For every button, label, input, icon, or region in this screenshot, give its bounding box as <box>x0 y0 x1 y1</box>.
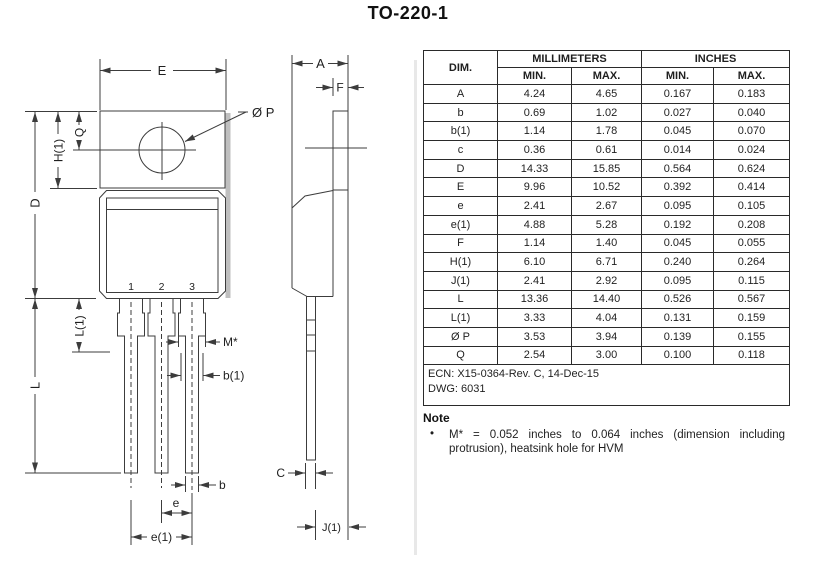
dim-F: F <box>316 78 364 96</box>
lead-2 <box>147 298 176 488</box>
dim-label-b: b <box>219 478 226 492</box>
page-title: TO-220-1 <box>367 3 449 23</box>
dim-E: E <box>99 59 227 110</box>
cell-dim: L <box>423 289 498 310</box>
cell-dim: L(1) <box>423 308 498 328</box>
col-header-in-max: MAX. <box>713 67 790 85</box>
dim-label-e1: e(1) <box>151 530 172 544</box>
dim-b1: b(1) <box>167 353 244 383</box>
col-header-mm-min: MIN. <box>497 67 572 85</box>
pin-number-3: 3 <box>189 281 195 293</box>
dim-J1: J(1) <box>297 510 366 540</box>
dim-label-M: M* <box>223 335 238 349</box>
pin-number-1: 1 <box>128 281 134 293</box>
dimension-table: DIM. MILLIMETERS INCHES MIN. MAX. MIN. M… <box>423 50 790 407</box>
cell-dim: c <box>423 140 498 160</box>
table-header-row-minmax: MIN. MAX. MIN. MAX. <box>424 67 790 85</box>
table-footer-row: ECN: X15-0364-Rev. C, 14-Dec-15 DWG: 603… <box>423 364 790 407</box>
lead-1 <box>117 298 145 488</box>
front-view: E Ø P 1 2 3 <box>25 59 274 545</box>
dim-P: Ø P <box>184 105 274 142</box>
dwg-line: DWG: 6031 <box>428 383 486 396</box>
dim-L1: L(1) <box>72 299 87 352</box>
cell-dim: J(1) <box>423 270 498 291</box>
col-header-dim: DIM. <box>423 50 498 85</box>
dim-label-E: E <box>158 63 167 78</box>
dim-L: L <box>28 299 43 473</box>
cell-dim: Q <box>423 345 498 366</box>
lead-3 <box>178 298 206 490</box>
dim-label-Q: Q <box>73 128 87 137</box>
dim-label-J1: J(1) <box>322 522 341 534</box>
dim-label-P: Ø P <box>252 105 274 120</box>
col-header-in-min: MIN. <box>641 67 714 85</box>
dim-e: e <box>130 493 193 545</box>
ecn-line: ECN: X15-0364-Rev. C, 14-Dec-15 <box>428 368 599 381</box>
dim-label-C: C <box>276 466 285 480</box>
dim-D: D <box>28 112 43 298</box>
dim-label-e: e <box>173 496 180 510</box>
cell-dim: A <box>423 84 498 104</box>
cell-dim: b <box>423 102 498 123</box>
cell-dim: E <box>423 177 498 198</box>
tab-shadow <box>225 113 231 298</box>
dim-label-A: A <box>316 56 325 71</box>
side-lead <box>306 296 316 461</box>
bullet-icon: • <box>430 428 435 440</box>
note-item: • M* = 0.052 inches to 0.064 inches (dim… <box>423 428 789 456</box>
cell-dim: e(1) <box>423 214 498 235</box>
dim-H1: H(1) <box>51 112 66 188</box>
dim-b: b <box>171 476 226 492</box>
cell-dim: Ø P <box>423 326 498 347</box>
col-header-inches: INCHES <box>641 50 790 68</box>
dim-label-D: D <box>28 198 43 207</box>
package-outline-drawing: E Ø P 1 2 3 <box>25 55 417 555</box>
dim-M: M* <box>166 335 238 349</box>
pin-number-2: 2 <box>159 281 165 293</box>
molded-body: 1 2 3 <box>99 190 226 299</box>
dim-label-L1: L(1) <box>73 315 87 336</box>
dim-label-L: L <box>28 382 43 389</box>
dim-e1: e(1) <box>131 529 192 544</box>
cell-dim: H(1) <box>423 252 498 272</box>
scan-streak <box>414 60 417 555</box>
note-section: Note • M* = 0.052 inches to 0.064 inches… <box>423 411 789 456</box>
side-view: A F <box>276 55 367 540</box>
cell-dim: D <box>423 158 498 179</box>
dim-label-H1: H(1) <box>52 139 66 162</box>
dim-label-F: F <box>336 81 343 95</box>
note-heading: Note <box>423 411 450 425</box>
note-text: M* = 0.052 inches to 0.064 inches (dimen… <box>449 429 785 455</box>
side-body <box>291 190 334 297</box>
cell-dim: e <box>423 196 498 216</box>
dim-A: A <box>292 56 348 71</box>
col-header-millimeters: MILLIMETERS <box>497 50 642 68</box>
col-header-mm-max: MAX. <box>571 67 642 85</box>
table-header-row-groups: DIM. MILLIMETERS INCHES <box>423 50 790 85</box>
dim-Q: Q <box>72 112 87 150</box>
dim-C: C <box>276 463 333 489</box>
ecn-dwg-cell: ECN: X15-0364-Rev. C, 14-Dec-15 DWG: 603… <box>423 364 790 407</box>
side-tab <box>332 110 349 191</box>
cell-dim: b(1) <box>423 121 498 142</box>
dim-label-b1: b(1) <box>223 369 244 383</box>
cell-dim: F <box>423 233 498 254</box>
